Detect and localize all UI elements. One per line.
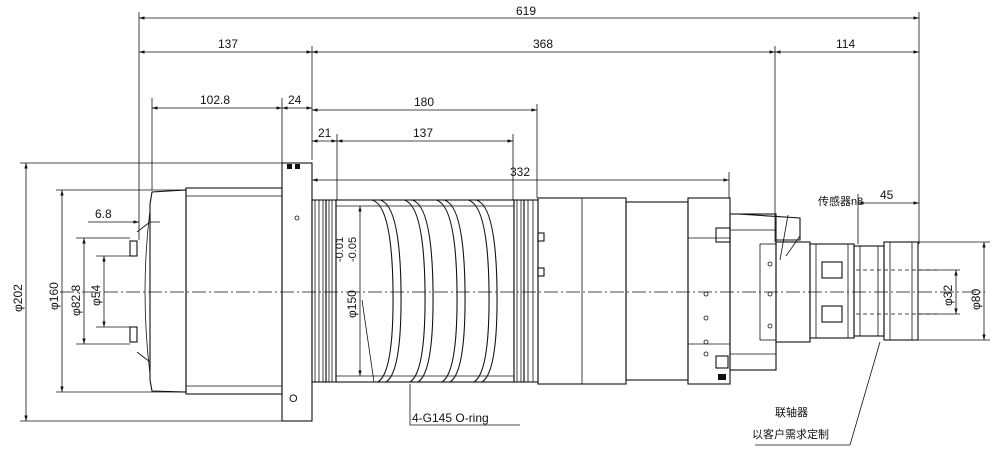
dim-phi-82-8: φ82.8 [69, 285, 83, 316]
dim-phi-202: φ202 [11, 284, 25, 312]
dim-21: 21 [318, 126, 332, 140]
dim-24: 24 [288, 93, 302, 107]
rear-adapter [729, 213, 811, 371]
dim-phi-80: φ80 [969, 289, 983, 310]
dimension-lines [24, 16, 986, 421]
dim-114: 114 [836, 37, 855, 51]
dim-tol-lower: -0.05 [347, 237, 359, 262]
dim-180: 180 [414, 95, 434, 109]
dim-phi-54: φ54 [89, 285, 103, 306]
dim-332: 332 [510, 165, 530, 179]
dim-137-front: 137 [218, 37, 238, 51]
coupling [809, 241, 940, 341]
sensor-label: 传感器n8 [818, 195, 863, 208]
dim-368: 368 [533, 37, 553, 51]
extension-lines [20, 12, 990, 422]
dim-phi-32: φ32 [941, 285, 955, 306]
front-rings [311, 199, 337, 383]
oring-note: 4-G145 O-ring [412, 411, 489, 425]
dim-phi-150: φ150 [345, 290, 359, 318]
cooling-sleeve [335, 199, 515, 383]
dim-phi-160: φ160 [47, 282, 61, 310]
dim-6-8: 6.8 [95, 207, 112, 221]
rear-rings [513, 199, 539, 383]
dim-tol-upper: -0.01 [334, 237, 346, 262]
leader-lines [409, 214, 881, 446]
front-nose [129, 189, 187, 393]
dim-619: 619 [516, 4, 536, 18]
dim-137-groove: 137 [413, 126, 433, 140]
flange-mark: O [289, 393, 298, 405]
dim-102-8: 102.8 [200, 93, 230, 107]
rear-body [537, 197, 731, 385]
coupling-note: 以客户需求定制 [752, 427, 829, 441]
coupling-title: 联轴器 [775, 405, 808, 419]
dim-45: 45 [880, 188, 894, 202]
front-housing [185, 187, 283, 395]
